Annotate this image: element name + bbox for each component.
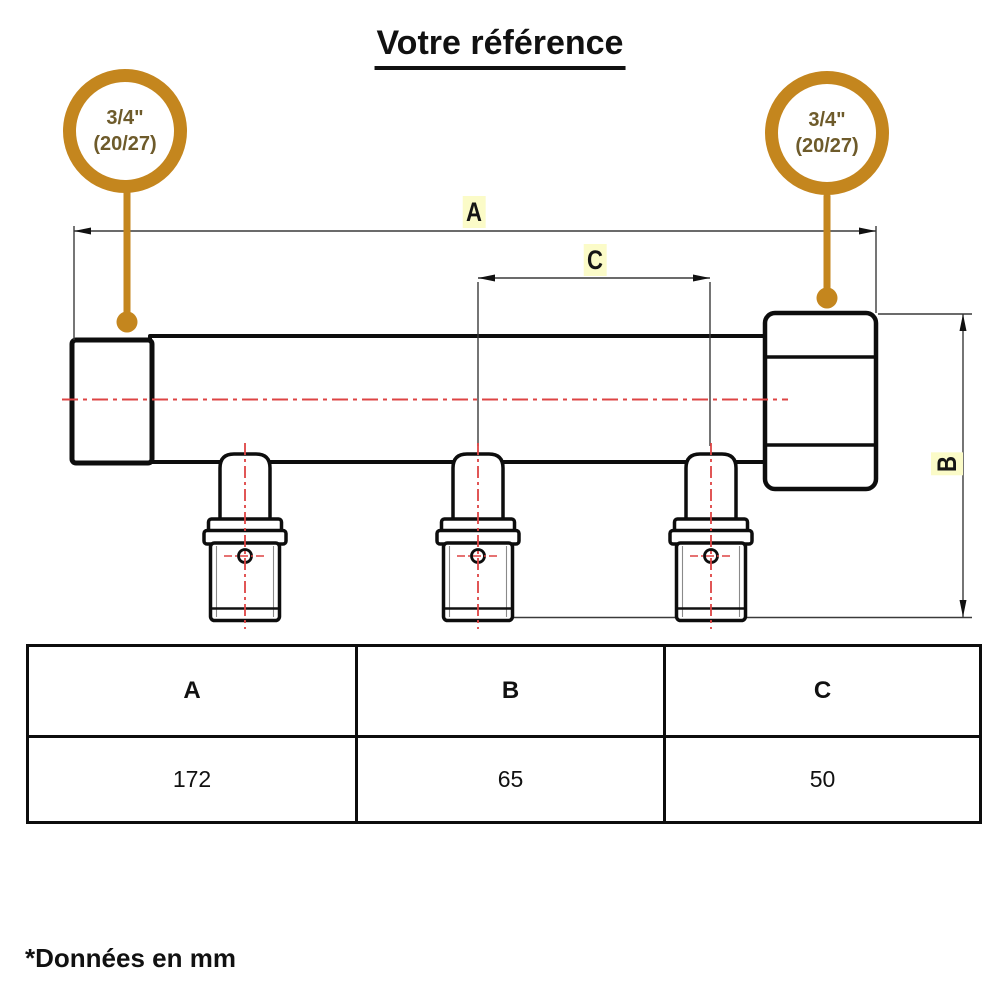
thread-callout-left: 3/4" (20/27) [63,69,187,193]
dim-label-a: A [462,196,486,228]
dim-b-arrow-top [959,314,967,331]
units-footnote: *Données en mm [25,943,236,973]
outlet-branch-1 [202,441,288,631]
dim-label-b: B [931,452,963,476]
table-header-row: A B C [26,644,982,738]
dim-c-arrow-left [478,274,495,282]
table-value-a: 172 [26,735,358,824]
leader-dot-icon-left [116,311,138,333]
table-header-a: A [26,644,358,738]
technical-drawing [62,188,972,631]
thread-callout-right: 3/4" (20/27) [765,71,889,195]
dim-c-arrow-right [693,274,710,282]
table-value-c: 50 [663,735,982,824]
thread-dn-label: (20/27) [93,133,157,155]
page-title: Votre référence [374,24,626,70]
dimension-a [73,226,877,340]
table-header-c: C [663,644,982,738]
dim-b-arrow-bottom [959,600,967,617]
callout-pointers [116,188,838,333]
end-cap [69,337,155,466]
thread-size-label: 3/4" [808,109,846,131]
table-value-row: 172 65 50 [26,735,982,824]
outlet-branch-3 [668,441,754,631]
thread-dn-label: (20/27) [795,135,859,157]
table-header-b: B [355,644,666,738]
outlet-branch-2 [435,441,521,631]
dim-label-c: C [583,244,607,276]
leader-dot-icon-right [816,287,838,309]
dim-a-arrow-left [74,227,91,235]
dimensions-table: A B C 172 65 50 [26,644,982,824]
hex-nut [762,310,879,492]
dim-a-arrow-right [859,227,876,235]
table-value-b: 65 [355,735,666,824]
thread-size-label: 3/4" [106,107,144,129]
dimension-c [477,274,711,446]
